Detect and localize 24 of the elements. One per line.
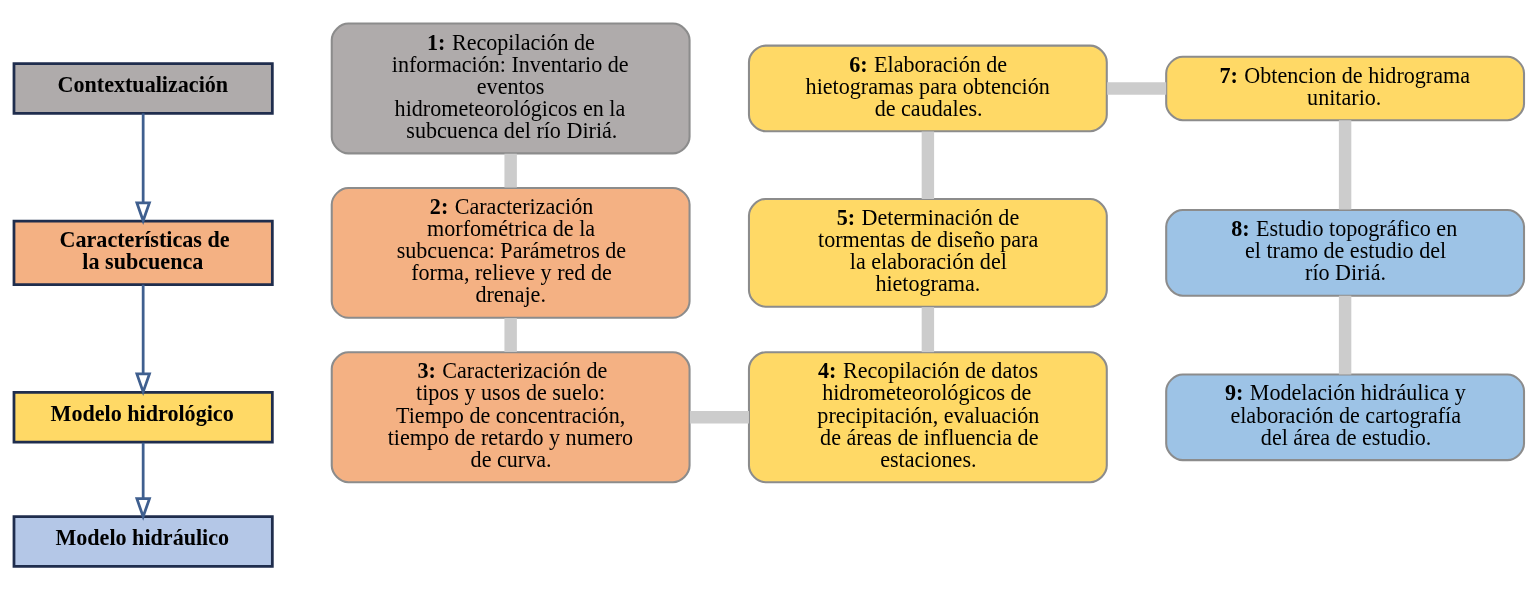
node-box: 7: Obtencion de hidrograma unitario.	[1165, 55, 1526, 121]
node-box: Contextualización	[12, 61, 274, 115]
connector	[1107, 81, 1167, 95]
connector	[504, 317, 517, 352]
node-box: Modelo hidrológico	[12, 390, 274, 443]
node-box: 2: Caracterización morfométrica de la subcuenca: Parámetros de forma, relieve y red de drenaje.	[330, 186, 691, 319]
arrow	[134, 284, 152, 396]
node-box: 9: Modelación hidráulica y elaboración de cartografía del área de estudio.	[1165, 372, 1526, 461]
node-box: Características de la subcuenca	[12, 219, 274, 286]
connector	[689, 410, 749, 423]
node-box: 5: Determinación de tormentas de diseño para la elaboración del hietograma.	[747, 197, 1108, 308]
node-box: 1: Recopilación de información: Inventario de eventos hidrometeorológicos en la subcuenca del río Diriá.	[330, 22, 691, 154]
connector	[504, 153, 517, 188]
node-box: 3: Caracterización de tipos y usos de suelo: Tiempo de concentración, tiempo de retardo y numero de curva.	[330, 350, 691, 483]
connector	[921, 130, 935, 199]
node-box: Modelo hidráulico	[12, 514, 274, 568]
node-box: 8: Estudio topográfico en el tramo de estudio del río Diriá.	[1165, 208, 1526, 297]
node-box: 6: Elaboración de hietogramas para obtención de caudales.	[747, 44, 1108, 132]
arrow	[134, 442, 152, 521]
arrow	[134, 112, 152, 225]
connector	[1338, 295, 1352, 374]
connector	[1338, 119, 1352, 210]
node-box: 4: Recopilación de datos hidrometeorológicos de precipitación, evaluación de áreas de influencia de estaciones.	[747, 350, 1108, 483]
connector	[921, 306, 935, 352]
